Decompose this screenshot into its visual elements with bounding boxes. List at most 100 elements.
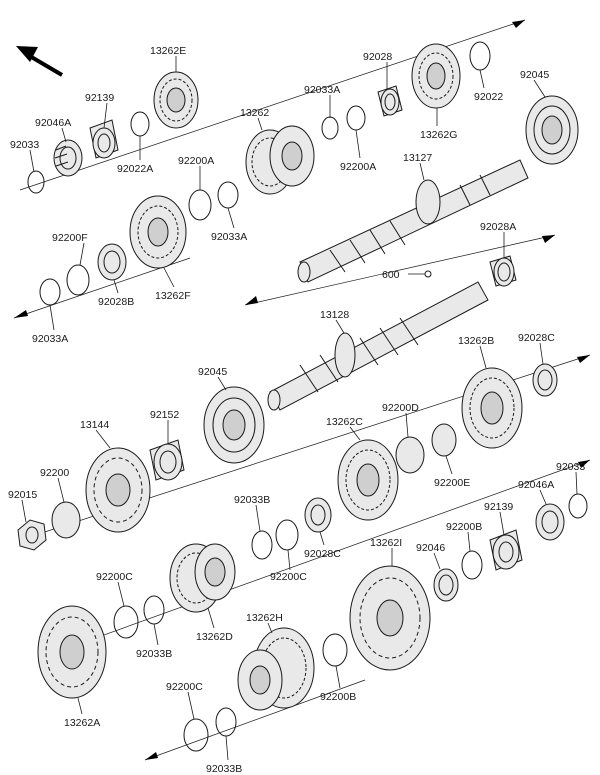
label-92200F: 92200F	[52, 232, 88, 244]
needle-bearing-92046A-right	[535, 503, 565, 541]
bush-92028	[377, 85, 403, 117]
label-92200C-mid: 92200C	[270, 571, 307, 583]
label-92200B-right: 92200B	[446, 521, 482, 533]
ball-bearing-92045-mid	[203, 386, 265, 464]
label-92033B-low: 92033B	[206, 763, 242, 775]
label-13262B: 13262B	[458, 335, 494, 347]
arrow-up-left-icon	[16, 46, 64, 77]
washer-92200F	[66, 264, 90, 296]
label-13262I: 13262I	[370, 537, 402, 549]
washer-92200B-low	[322, 633, 348, 667]
washer-92200A-top	[188, 189, 212, 221]
gear-13262B	[461, 367, 523, 449]
shaft-13128	[267, 270, 489, 411]
lock-washer-92200E	[431, 423, 457, 457]
label-92033A-left: 92033A	[32, 333, 68, 345]
label-92200A-mid: 92200A	[340, 161, 376, 173]
lock-washer-92200D	[395, 436, 425, 474]
circlip-92033B-mid	[251, 530, 273, 560]
gear-13262D	[169, 543, 236, 613]
washer-92200C-mid	[275, 519, 299, 551]
needle-bearing-92046A-top	[53, 139, 83, 177]
label-13262F: 13262F	[155, 290, 191, 302]
label-92200A-top: 92200A	[178, 155, 214, 167]
label-92028B: 92028B	[98, 296, 134, 308]
label-13128: 13128	[320, 309, 349, 321]
label-92033B-left: 92033B	[136, 648, 172, 660]
bush-92028A	[489, 255, 517, 287]
label-600: 600	[382, 269, 400, 281]
gear-13262F	[129, 195, 187, 269]
label-92046: 92046	[416, 542, 445, 554]
label-13262A: 13262A	[64, 717, 100, 729]
label-92200B-low: 92200B	[320, 691, 356, 703]
gear-13262H	[237, 627, 315, 711]
label-92033-top: 92033	[10, 139, 39, 151]
label-92200C-left: 92200C	[96, 571, 133, 583]
circlip-92033A-top	[321, 116, 339, 140]
gear-13262E	[153, 71, 199, 129]
collar-92139-right	[489, 529, 523, 571]
label-13127: 13127	[403, 152, 432, 164]
label-92022A: 92022A	[117, 163, 153, 175]
gear-13262C	[337, 439, 399, 521]
label-92046A-top: 92046A	[35, 117, 71, 129]
label-92046A-right: 92046A	[518, 479, 554, 491]
circlip-92033B-low	[215, 707, 237, 737]
label-13262: 13262	[240, 107, 269, 119]
label-13262H: 13262H	[246, 612, 283, 624]
label-92200E: 92200E	[434, 477, 470, 489]
label-92033-right: 92033	[556, 461, 585, 473]
circlip-92033A-mid	[217, 181, 239, 209]
gear-13262	[245, 125, 315, 195]
washer-92200B-right	[461, 550, 483, 580]
label-92139-top: 92139	[85, 92, 114, 104]
label-92045-top: 92045	[520, 69, 549, 81]
washer-92022A	[130, 111, 150, 137]
collar-92139-top	[89, 119, 119, 159]
label-92033B-mid: 92033B	[234, 494, 270, 506]
gear-13262G	[411, 43, 461, 109]
label-13262E: 13262E	[150, 45, 186, 57]
label-92152: 92152	[150, 409, 179, 421]
circlip-92033B-left	[143, 595, 165, 625]
washer-92022	[469, 41, 491, 71]
label-92200D: 92200D	[382, 402, 419, 414]
gear-13262I	[349, 565, 431, 671]
label-92200: 92200	[40, 467, 69, 479]
washer-92200	[51, 501, 81, 539]
label-92028A: 92028A	[480, 221, 516, 233]
label-92015: 92015	[8, 489, 37, 501]
sprocket-13144	[85, 447, 151, 533]
label-92028C-mid: 92028C	[304, 548, 341, 560]
washer-92200C-low	[183, 718, 209, 752]
label-13262G: 13262G	[420, 129, 457, 141]
label-92033A-mid: 92033A	[211, 231, 247, 243]
label-13262D: 13262D	[196, 631, 233, 643]
label-92033A-top: 92033A	[304, 84, 340, 96]
circlip-92033-right	[568, 493, 588, 519]
label-92200C-low: 92200C	[166, 681, 203, 693]
label-13144: 13144	[80, 419, 109, 431]
label-92022: 92022	[474, 91, 503, 103]
needle-bearing-92028C-right	[532, 363, 558, 397]
label-13262C: 13262C	[326, 416, 363, 428]
washer-92200C-left	[113, 605, 139, 639]
leader-lines	[21, 56, 578, 761]
gear-13262A	[37, 605, 107, 699]
ball-bearing-92045-top	[525, 95, 579, 165]
label-92028: 92028	[363, 51, 392, 63]
circlip-92033-top	[27, 170, 45, 194]
shaft-13127	[297, 159, 529, 283]
part-number-labels: 13262E 92028 92139 92046A 92033 92022A 9…	[8, 45, 585, 775]
circlip-92033A-left	[39, 278, 61, 306]
washer-92200A-mid	[346, 105, 366, 131]
needle-bearing-92028B	[97, 243, 127, 281]
label-92028C-right: 92028C	[518, 332, 555, 344]
needle-bearing-92046	[433, 568, 459, 602]
nut-92015	[17, 519, 47, 551]
label-92045-mid: 92045	[198, 366, 227, 378]
collar-92152	[149, 439, 185, 481]
